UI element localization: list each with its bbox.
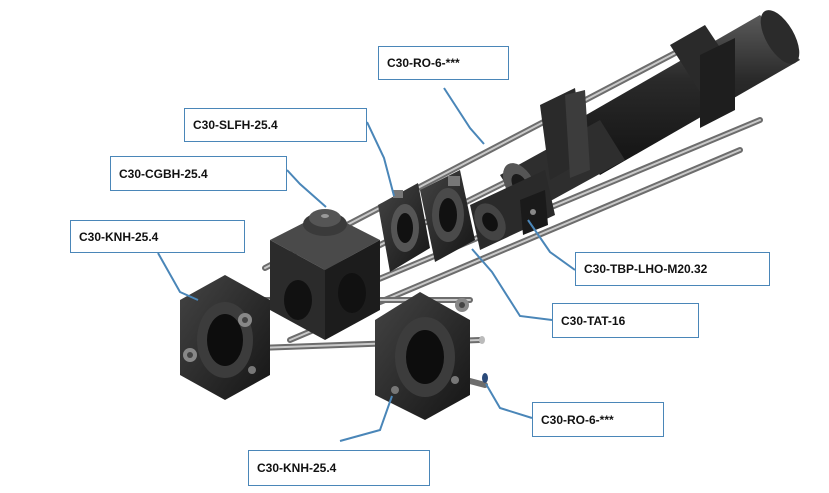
cube-mount	[270, 209, 380, 340]
callout-ro-top: C30-RO-6-***	[378, 46, 509, 80]
callout-label: C30-TBP-LHO-M20.32	[584, 262, 708, 276]
callout-knh-left: C30-KNH-25.4	[70, 220, 245, 253]
callout-label: C30-KNH-25.4	[79, 229, 159, 244]
lens-tube-holder	[470, 170, 555, 250]
callout-label: C30-RO-6-***	[541, 412, 614, 427]
callout-ro-bottom: C30-RO-6-***	[532, 402, 664, 437]
slfh-mount	[378, 183, 430, 272]
rod-ends	[479, 336, 488, 383]
left-knh-mount	[180, 275, 270, 400]
rear-cage-plates	[540, 25, 735, 180]
callout-label: C30-SLFH-25.4	[193, 118, 278, 132]
callout-tat: C30-TAT-16	[552, 303, 699, 338]
callout-slfh: C30-SLFH-25.4	[184, 108, 367, 142]
leader-lines	[157, 87, 576, 442]
callout-knh-bottom: C30-KNH-25.4	[248, 450, 430, 486]
front-knh-mount	[375, 292, 470, 420]
callout-tbp: C30-TBP-LHO-M20.32	[575, 252, 770, 286]
callout-label: C30-KNH-25.4	[257, 461, 337, 475]
callout-label: C30-CGBH-25.4	[119, 166, 208, 181]
callout-label: C30-TAT-16	[561, 313, 626, 328]
callout-cgbh: C30-CGBH-25.4	[110, 156, 287, 191]
tat-mount	[420, 170, 475, 262]
callout-label: C30-RO-6-***	[387, 56, 460, 70]
